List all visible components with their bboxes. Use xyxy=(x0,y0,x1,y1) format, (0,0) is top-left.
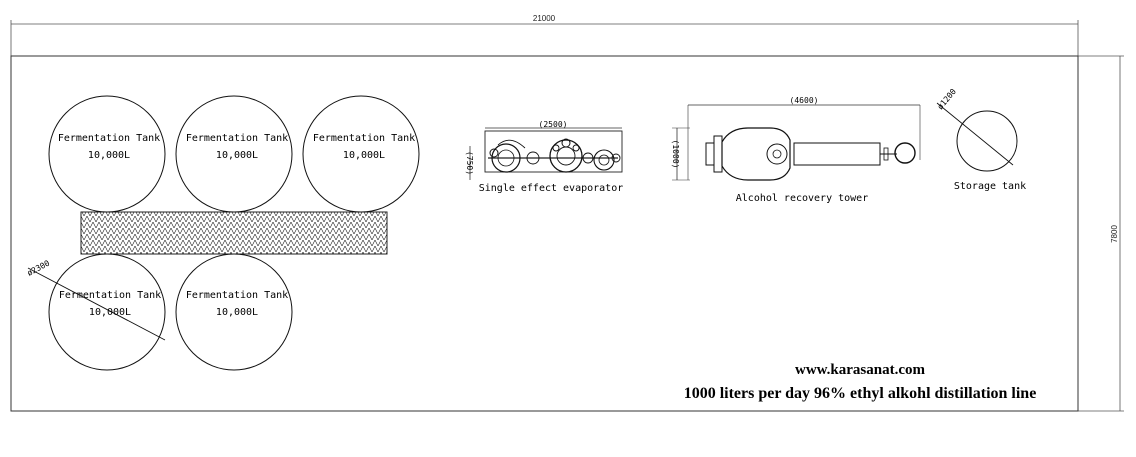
tank-capacity: 10,000L xyxy=(216,307,258,318)
alcohol-recovery-tower: (4600) (1000) Alcohol recovery tower xyxy=(671,96,921,204)
building-outline xyxy=(10,55,1079,412)
evaporator-height-label: (750) xyxy=(465,151,474,175)
height-dimension-label: 7800 xyxy=(1110,225,1119,243)
storage-diameter-label: ø1200 xyxy=(936,87,958,111)
drawing-title: 1000 liters per day 96% ethyl alkohl dis… xyxy=(684,385,1037,402)
evaporator-width-label: (2500) xyxy=(539,120,568,129)
tank-capacity: 10,000L xyxy=(89,307,131,318)
storage-tank: ø1200 Storage tank xyxy=(936,87,1026,192)
fermentation-tank-3: Fermentation Tank 10,000L xyxy=(302,95,420,213)
tower-label: Alcohol recovery tower xyxy=(736,193,868,204)
tank-name: Fermentation Tank xyxy=(313,133,415,144)
tank-platform xyxy=(80,211,388,255)
tank-name: Fermentation Tank xyxy=(186,133,288,144)
width-dimension: 21000 xyxy=(10,14,1079,56)
single-effect-evaporator: (2500) (750) Single effect evaporator xyxy=(465,120,623,194)
tower-width-label: (4600) xyxy=(790,96,819,105)
tank-name: Fermentation Tank xyxy=(59,290,161,301)
tank-diameter-label: ø2300 xyxy=(26,258,52,277)
fermentation-tank-5: Fermentation Tank 10,000L xyxy=(175,253,293,371)
website-label: www.karasanat.com xyxy=(795,362,926,378)
tank-capacity: 10,000L xyxy=(343,150,385,161)
fermentation-tank-4: ø2300 Fermentation Tank 10,000L xyxy=(26,253,166,371)
tank-capacity: 10,000L xyxy=(88,150,130,161)
tank-capacity: 10,000L xyxy=(216,150,258,161)
storage-label: Storage tank xyxy=(954,181,1026,192)
fermentation-tank-2: Fermentation Tank 10,000L xyxy=(175,95,293,213)
tank-name: Fermentation Tank xyxy=(186,290,288,301)
width-dimension-label: 21000 xyxy=(533,14,556,23)
tank-name: Fermentation Tank xyxy=(58,133,160,144)
height-dimension: 7800 xyxy=(1078,55,1124,412)
tower-height-label: (1000) xyxy=(671,140,680,169)
fermentation-tank-1: Fermentation Tank 10,000L xyxy=(48,95,166,213)
evaporator-label: Single effect evaporator xyxy=(479,183,624,194)
